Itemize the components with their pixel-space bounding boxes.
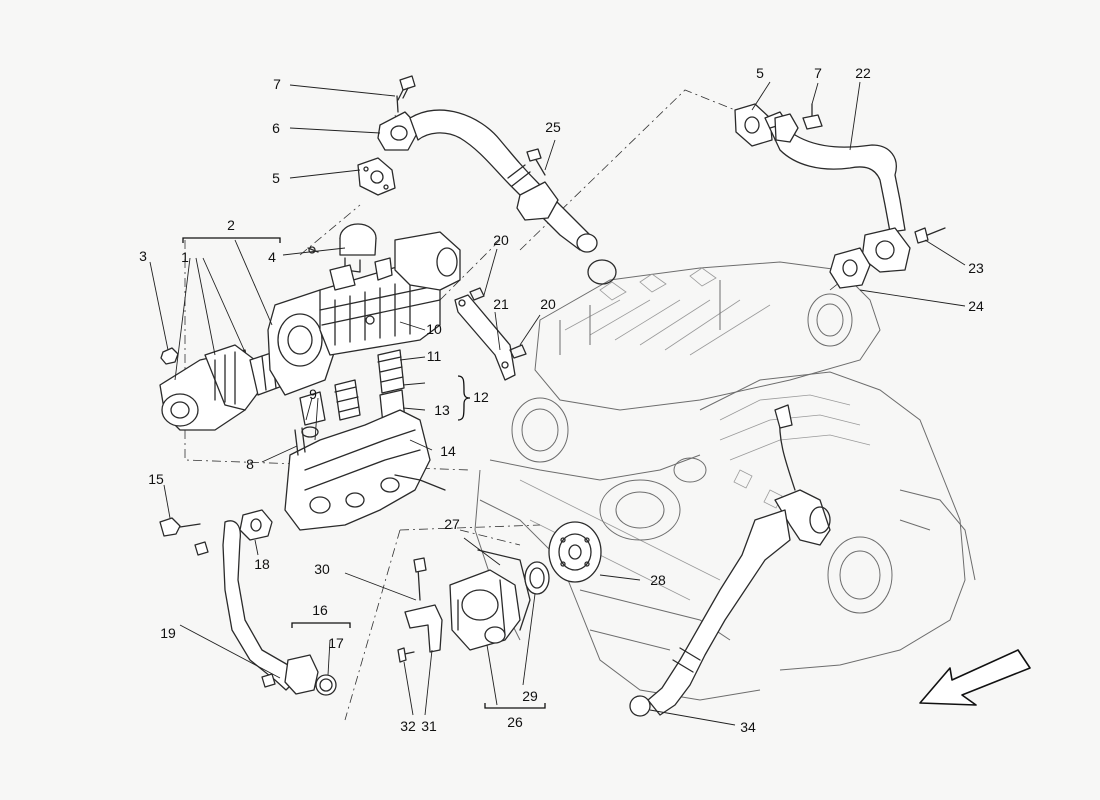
callout-10: 10 [426, 321, 442, 337]
callout-4: 4 [268, 249, 276, 265]
callout-23: 23 [968, 260, 984, 276]
callout-16: 16 [312, 602, 328, 618]
front-direction-arrow-icon [919, 649, 1031, 706]
callout-26: 26 [507, 714, 523, 730]
upper-pipe [357, 75, 617, 285]
callout-6: 6 [272, 120, 280, 136]
callout-1: 1 [181, 249, 189, 265]
callout-9: 9 [309, 386, 317, 402]
callout-labels: 1 2 3 4 5 5 6 7 7 8 9 10 11 12 13 14 15 … [139, 65, 984, 735]
grouping-brackets [182, 237, 546, 709]
callout-18: 18 [254, 556, 270, 572]
leader-lines [149, 81, 966, 726]
callout-2: 2 [227, 217, 235, 233]
right-pipe [734, 103, 946, 289]
lower-hose-assembly [159, 509, 337, 696]
callout-7-right: 7 [814, 65, 822, 81]
callout-32: 32 [400, 718, 416, 734]
callout-34: 34 [740, 719, 756, 735]
callout-14: 14 [440, 443, 456, 459]
callout-25: 25 [545, 119, 561, 135]
pump-assembly [159, 223, 461, 431]
callout-17: 17 [328, 635, 344, 651]
bracket-21 [454, 287, 527, 381]
callout-3: 3 [139, 248, 147, 264]
callout-28: 28 [650, 572, 666, 588]
callout-11: 11 [427, 348, 442, 364]
callout-5-left: 5 [272, 170, 280, 186]
engine-assembly [474, 261, 976, 701]
water-pump-assembly [397, 521, 602, 663]
callout-12: 12 [473, 389, 489, 405]
right-hose-34 [629, 404, 831, 717]
callout-22: 22 [855, 65, 871, 81]
callout-20-lower: 20 [540, 296, 556, 312]
callout-31: 31 [421, 718, 437, 734]
callout-24: 24 [968, 298, 984, 314]
callout-8: 8 [246, 456, 254, 472]
callout-15: 15 [148, 471, 164, 487]
callout-7-left: 7 [273, 76, 281, 92]
callout-13: 13 [434, 402, 450, 418]
central-module [284, 349, 446, 531]
callout-29: 29 [522, 688, 538, 704]
callout-5-right: 5 [756, 65, 764, 81]
callout-20-upper: 20 [493, 232, 509, 248]
callout-30: 30 [314, 561, 330, 577]
callout-19: 19 [160, 625, 176, 641]
callout-21: 21 [493, 296, 509, 312]
callout-27: 27 [444, 516, 460, 532]
